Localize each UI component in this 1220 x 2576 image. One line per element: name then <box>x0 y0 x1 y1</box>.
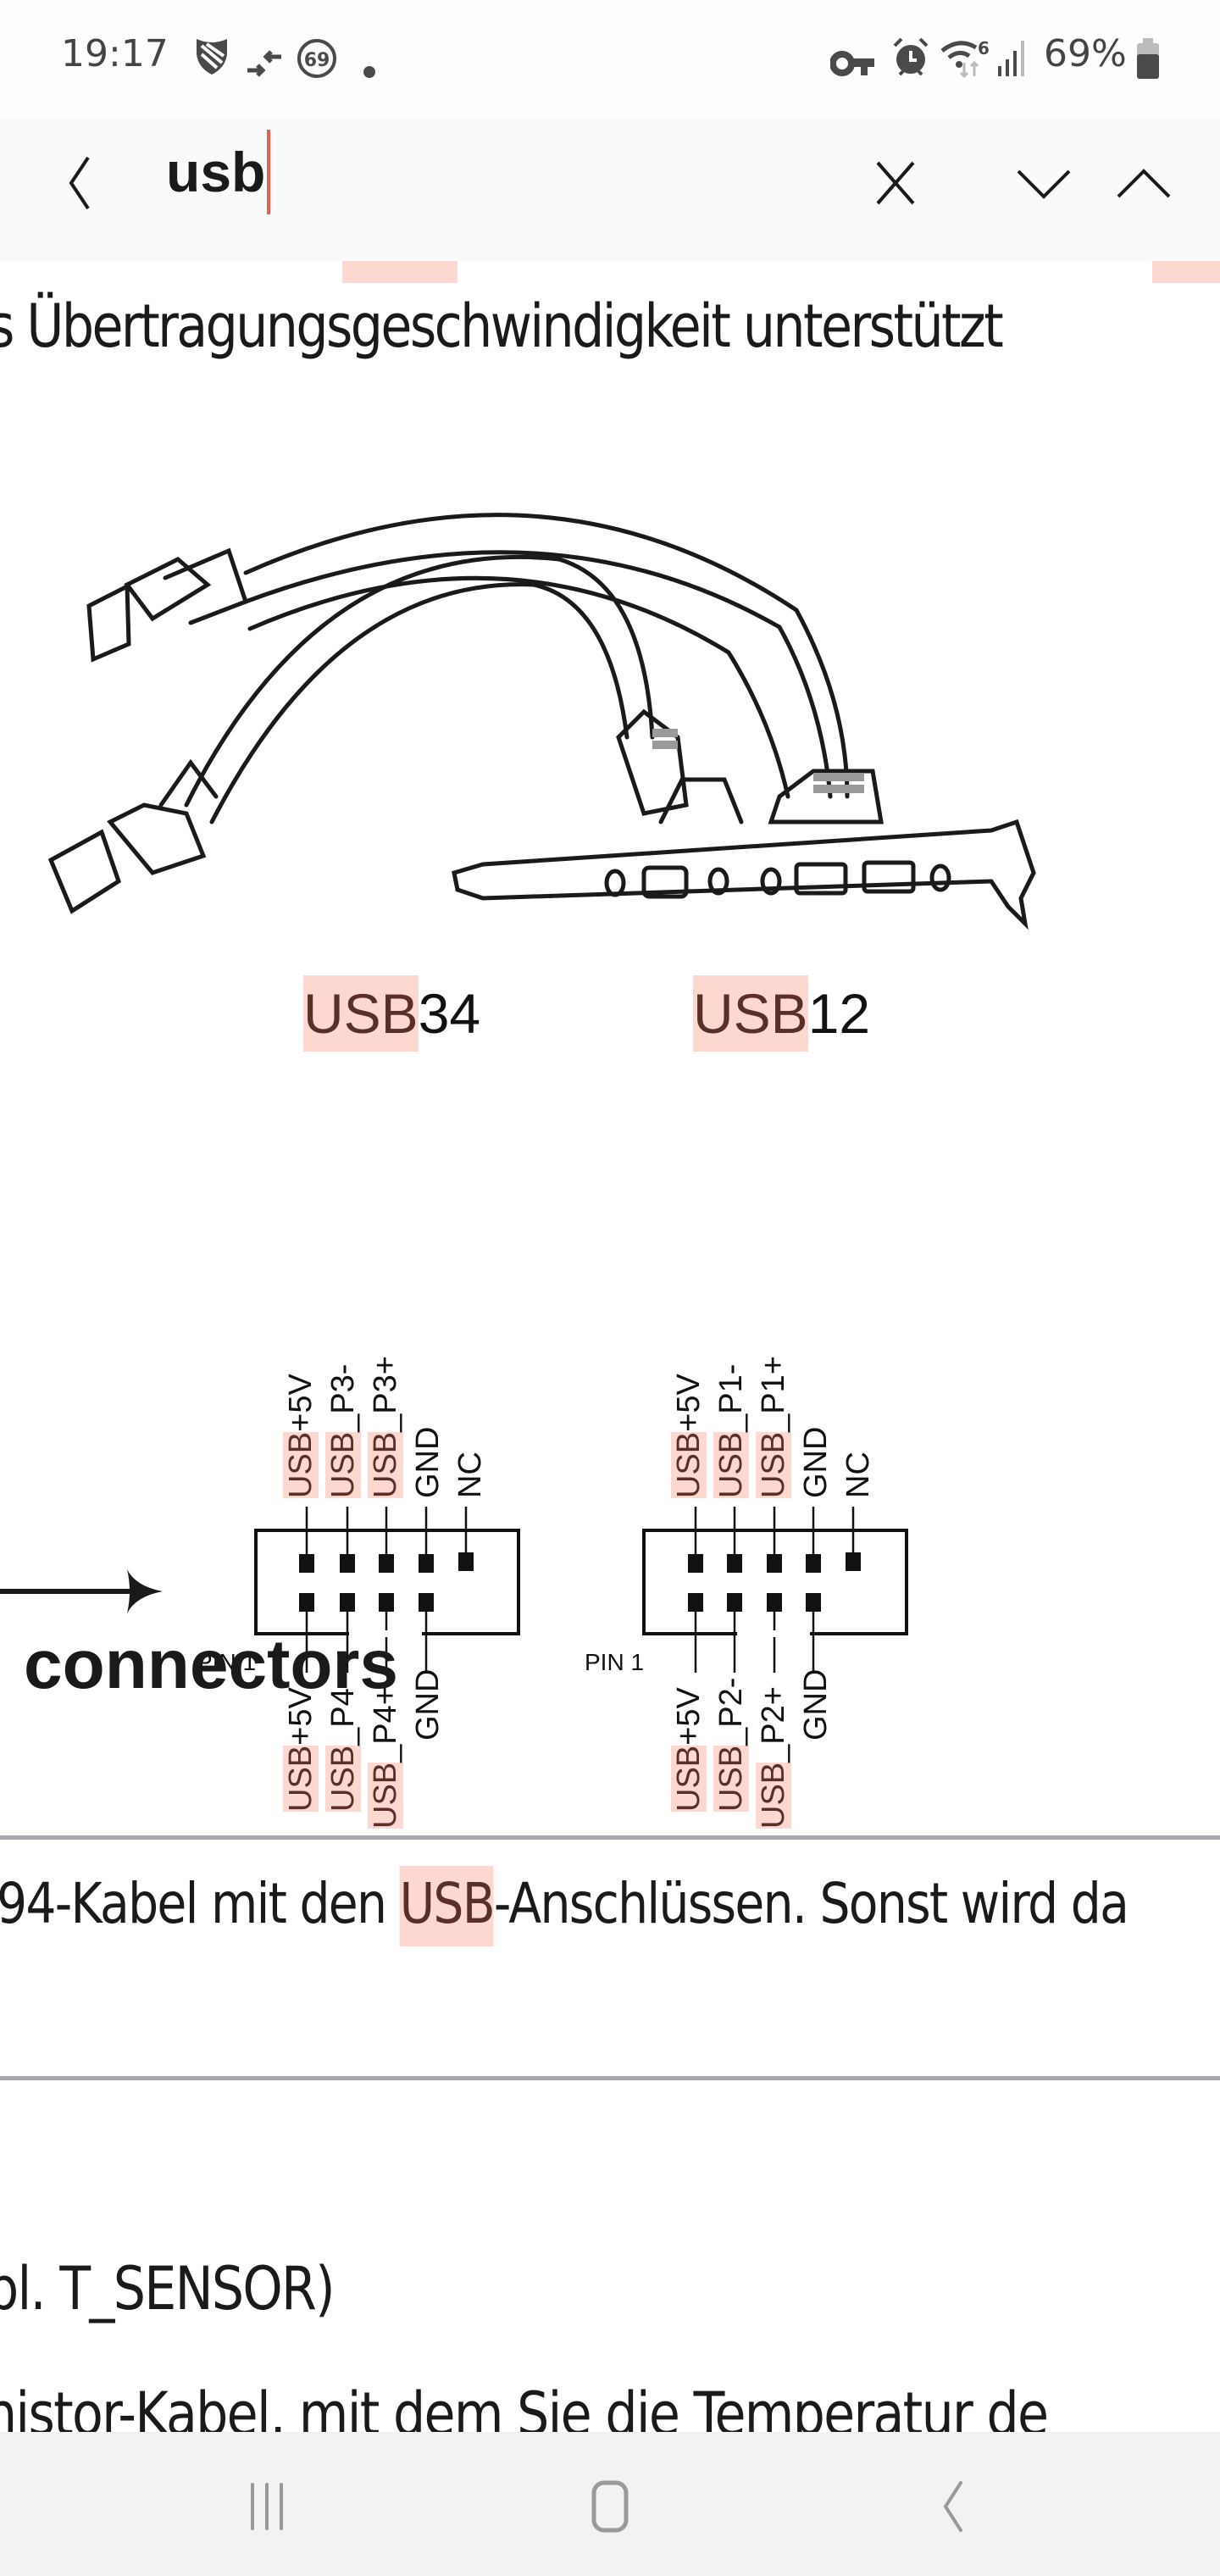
svg-text:6: 6 <box>978 38 990 58</box>
connector-title: USB12 <box>693 975 870 1052</box>
pdf-document[interactable]: s Übertragungsgeschwindigkeit unterstütz… <box>0 261 1220 2432</box>
pin1-label: PIN 1 <box>585 1649 645 1675</box>
divider <box>0 2076 1220 2080</box>
find-input[interactable]: usb <box>166 125 271 219</box>
connector-title: USB34 <box>303 975 480 1052</box>
pin-label: USB+5V <box>671 1687 707 1812</box>
close-icon[interactable] <box>866 153 925 212</box>
chevron-down-icon[interactable] <box>1013 153 1073 212</box>
chevron-up-icon[interactable] <box>1113 153 1173 212</box>
alarm-icon <box>893 37 929 76</box>
home-icon[interactable] <box>572 2466 648 2542</box>
back-icon[interactable] <box>915 2466 991 2542</box>
pin-label: USB+5V <box>283 1687 319 1812</box>
notification-count-icon: 69 <box>297 39 336 78</box>
status-time: 19:17 <box>61 32 169 75</box>
vpn-key-icon <box>830 51 874 76</box>
svg-text:69: 69 <box>304 50 330 71</box>
text-caret <box>267 130 271 214</box>
usb-header-pinout-diagram: USB34 USB12 USB+5V USB_P3- USB_P3+ GND N… <box>0 956 1220 1854</box>
back-arrow-icon[interactable] <box>59 153 102 212</box>
navigation-bar <box>0 2432 1220 2576</box>
search-highlight <box>1152 261 1220 283</box>
data-saver-icon <box>247 50 281 77</box>
pin-label: GND <box>798 1668 834 1740</box>
usb-bracket-cable-illustration <box>47 513 1036 930</box>
shield-icon <box>197 39 227 75</box>
search-highlight <box>342 261 458 283</box>
pin-label: GND <box>410 1668 446 1740</box>
body-text-line: s Übertragungsgeschwindigkeit unterstütz… <box>0 291 1004 361</box>
pin-label: USB_P2+ <box>756 1686 791 1829</box>
wifi-6-icon: 6 <box>940 38 990 79</box>
status-bar: 19:17 69 6 69% <box>0 0 1220 119</box>
battery-icon <box>1137 38 1159 79</box>
section-heading: connectors <box>24 1626 398 1703</box>
pin-headers <box>254 1507 908 1673</box>
pin-label: USB_P2- <box>713 1677 749 1812</box>
arrow-icon <box>0 1569 163 1613</box>
search-highlight: USB <box>399 1866 496 1946</box>
dot-icon <box>363 66 375 78</box>
body-text-line: nistor-Kabel, mit dem Sie die Temperatur… <box>0 2379 1049 2432</box>
recent-apps-icon[interactable] <box>229 2466 305 2542</box>
signal-icon <box>998 41 1024 76</box>
divider <box>0 1835 1220 1840</box>
body-text-line: 94-Kabel mit den USB-Anschlüssen. Sonst … <box>0 1866 1129 1946</box>
find-query: usb <box>166 141 266 203</box>
battery-percent: 69% <box>1044 32 1127 75</box>
pin-label: USB_P4+ <box>368 1686 403 1829</box>
pin1-label: PIN 1 <box>197 1649 257 1675</box>
find-in-page-bar <box>0 119 1220 261</box>
section-title-line: bl. T_SENSOR) <box>0 2254 336 2323</box>
